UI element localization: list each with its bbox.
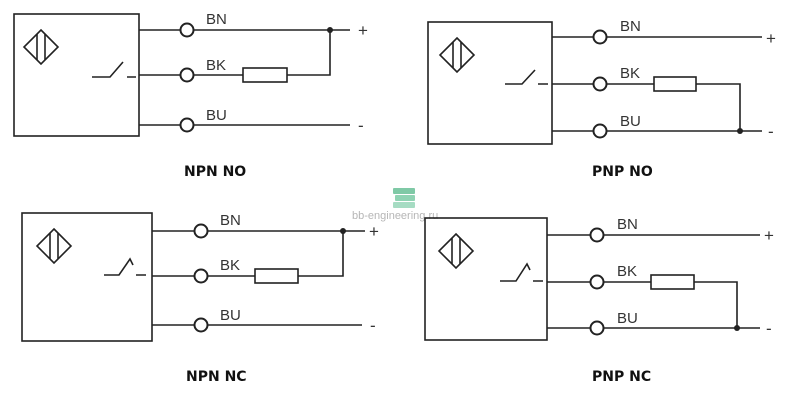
wire-label-bu: BU	[220, 307, 241, 324]
plus-sign: +	[358, 21, 368, 40]
open-contact-icon	[505, 69, 548, 85]
sensor-symbol-icon	[438, 36, 476, 74]
closed-contact-icon	[500, 262, 543, 282]
wire-label-bn: BN	[620, 18, 641, 35]
terminal	[179, 117, 195, 133]
sensor-symbol-icon	[22, 28, 60, 66]
terminal	[179, 67, 195, 83]
diagram-caption: PNP NC	[592, 369, 651, 385]
resistor-icon	[242, 67, 288, 83]
terminal	[193, 223, 209, 239]
wire-label-bk: BK	[617, 263, 637, 280]
terminal	[193, 317, 209, 333]
watermark: bb-engineering.ru	[352, 188, 438, 222]
wire	[696, 83, 741, 131]
wire-label-bk: BK	[620, 65, 640, 82]
sensor-symbol-icon	[35, 227, 73, 265]
sensor-symbol-icon	[437, 232, 475, 270]
terminal	[193, 268, 209, 284]
resistor-icon	[653, 76, 697, 92]
wire-label-bn: BN	[617, 216, 638, 233]
wire-label-bk: BK	[220, 257, 240, 274]
diagram-caption: NPN NC	[186, 369, 247, 385]
minus-sign: -	[766, 319, 772, 338]
wire	[287, 30, 331, 76]
sensor-body	[424, 217, 548, 341]
terminal	[179, 22, 195, 38]
wire-label-bn: BN	[206, 11, 227, 28]
wire-label-bu: BU	[620, 113, 641, 130]
wire-label-bu: BU	[617, 310, 638, 327]
diagram-caption: NPN NO	[184, 164, 246, 180]
terminal	[589, 320, 605, 336]
terminal	[592, 29, 608, 45]
open-contact-icon	[92, 61, 136, 78]
diagram-pnp-nc: BN BK BU + - PNP NC	[424, 216, 774, 385]
wire-label-bk: BK	[206, 57, 226, 74]
minus-sign: -	[358, 116, 364, 135]
diagram-pnp-no: BN BK BU + - PNP NO	[427, 18, 776, 180]
wire-label-bu: BU	[206, 107, 227, 124]
terminal	[592, 123, 608, 139]
terminal	[589, 274, 605, 290]
resistor-icon	[650, 274, 695, 290]
wire	[298, 231, 344, 277]
terminal	[589, 227, 605, 243]
junction-dot	[734, 325, 740, 331]
wire	[694, 281, 738, 328]
diagram-npn-nc: BN BK BU + - NPN NC	[21, 212, 379, 385]
diagram-caption: PNP NO	[592, 164, 653, 180]
sensor-body	[21, 212, 153, 342]
plus-sign: +	[766, 29, 776, 48]
plus-sign: +	[764, 226, 774, 245]
plus-sign: +	[369, 222, 379, 241]
resistor-icon	[254, 268, 299, 284]
watermark-text: bb-engineering.ru	[352, 210, 438, 222]
sensor-body	[427, 21, 553, 145]
terminal	[592, 76, 608, 92]
junction-dot	[737, 128, 743, 134]
closed-contact-icon	[104, 257, 146, 276]
sensor-body	[13, 13, 140, 137]
diagram-npn-no: BN BK BU + - NPN NO	[13, 11, 368, 180]
wire-label-bn: BN	[220, 212, 241, 229]
minus-sign: -	[768, 122, 774, 141]
minus-sign: -	[370, 316, 376, 335]
book-stack-icon	[393, 188, 415, 208]
